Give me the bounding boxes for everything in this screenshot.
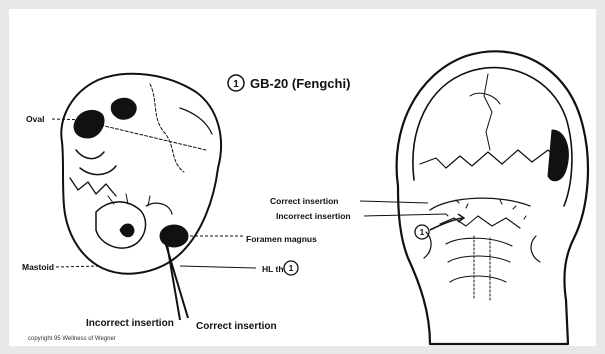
ear (548, 130, 568, 181)
condyle (120, 224, 134, 237)
right-needle-arrow (430, 218, 462, 230)
foramen-magnum-label: Foramen magnus (246, 234, 317, 244)
skull-cap (413, 68, 572, 206)
right-incorrect-insertion-label: Incorrect insertion (276, 211, 351, 221)
teeth-row (70, 178, 116, 196)
oval-label: Oval (26, 114, 44, 124)
left-orbit (74, 110, 104, 138)
occipital-ridge (430, 198, 530, 210)
foramen-magnum (160, 225, 188, 247)
base-ridge (146, 203, 172, 214)
point-number: 1 (233, 79, 239, 90)
lambdoid-suture (420, 150, 558, 168)
hl-point-number: 1 (289, 263, 294, 273)
figure-title: 1 GB-20 (Fengchi) (228, 75, 350, 91)
oval-guide-line (96, 124, 206, 150)
right-correct-leader (360, 201, 428, 203)
mastoid-label: Mastoid (22, 262, 54, 272)
occipital-base (96, 202, 146, 248)
maxilla (76, 150, 116, 175)
sagittal-suture (150, 84, 184, 172)
hl-label: HL th (262, 264, 284, 274)
atlas-outline (440, 216, 520, 228)
right-point-number: 1 (420, 227, 425, 237)
right-head-drawing (397, 51, 588, 344)
left-skull-drawing (61, 74, 221, 274)
sagittal-suture-back (484, 74, 492, 150)
hl-leader (180, 266, 256, 268)
stipple-marks (446, 200, 526, 219)
right-incorrect-leader (364, 214, 446, 216)
cervical-vertebrae (446, 238, 512, 282)
figure-title-text: GB-20 (Fengchi) (250, 76, 350, 91)
neck-muscles (424, 232, 540, 262)
incorrect-insertion-label: Incorrect insertion (86, 318, 174, 329)
correct-insertion-label: Correct insertion (196, 321, 277, 332)
right-correct-insertion-label: Correct insertion (270, 196, 339, 206)
copyright-text: copyright 95 Wellness of Wegner (28, 336, 116, 342)
head-outline (397, 51, 588, 344)
mastoid-leader (56, 266, 100, 267)
spinal-column (474, 236, 490, 302)
right-orbit (111, 98, 136, 119)
skull-outline (61, 74, 221, 274)
right-labels: Correct insertion Incorrect insertion 1 (270, 196, 464, 239)
coronal-suture (180, 108, 212, 134)
incorrect-needle-line (166, 238, 180, 320)
